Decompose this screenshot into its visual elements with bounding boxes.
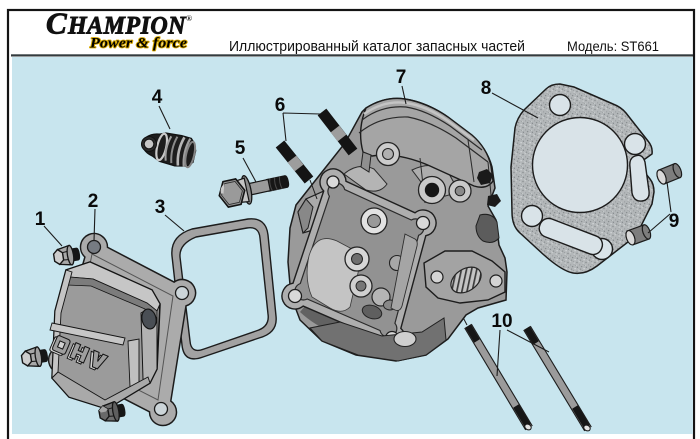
- svg-text:9: 9: [669, 211, 680, 232]
- svg-text:Модель: ST661: Модель: ST661: [567, 38, 659, 54]
- svg-text:2: 2: [88, 191, 99, 212]
- svg-text:®: ®: [186, 14, 192, 23]
- svg-text:7: 7: [396, 67, 407, 88]
- svg-text:3: 3: [155, 197, 166, 218]
- svg-text:C: C: [46, 6, 67, 41]
- svg-text:HAMPION: HAMPION: [67, 13, 186, 40]
- svg-text:5: 5: [235, 138, 246, 159]
- svg-text:4: 4: [152, 87, 163, 108]
- svg-text:Иллюстрированный каталог запас: Иллюстрированный каталог запасных частей: [229, 39, 525, 55]
- svg-text:10: 10: [491, 311, 512, 332]
- svg-text:1: 1: [35, 209, 46, 230]
- svg-text:8: 8: [481, 78, 492, 99]
- svg-text:6: 6: [275, 95, 286, 116]
- svg-text:Power & force: Power & force: [90, 36, 188, 52]
